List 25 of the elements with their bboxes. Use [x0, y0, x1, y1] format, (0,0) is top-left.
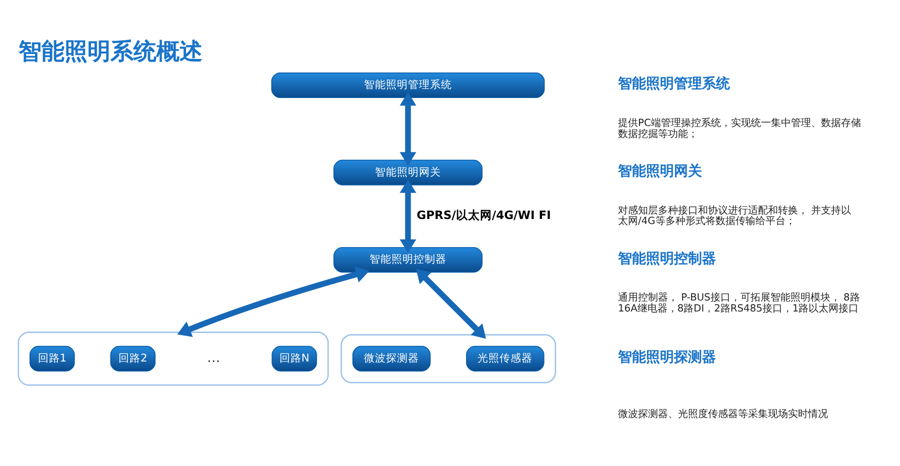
arrow [416, 268, 486, 338]
node-box: 光照传感器 [466, 345, 544, 371]
label: 智能照明网关 [618, 163, 702, 180]
node-box: 回路1 [30, 345, 75, 371]
label: 智能照明控制器 [618, 250, 716, 266]
diagram-title: 智能照明系统概述 [18, 38, 202, 65]
node-box: 智能照明管理系统 [271, 72, 545, 98]
arrow [177, 266, 370, 336]
node-box: 智能照明控制器 [333, 246, 483, 272]
label: 智能照明管理系统 [618, 76, 730, 92]
arrow [400, 178, 416, 252]
node-box: 回路2 [110, 345, 156, 371]
arrow [400, 92, 416, 166]
cluster [340, 334, 556, 383]
label: 智能照明探测器 [618, 349, 716, 366]
label: 提供PC端管理操控系统，实现统一集中管理、数据存储数据挖掘等功能； [618, 118, 861, 140]
label: 通用控制器， P-BUS接口，可拓展智能照明模块， 8路16A继电器，8路DI，2路RS485接口，1路以太网接口 [618, 292, 860, 314]
edge-label: GPRS/以太网/4G/WI FI [416, 207, 551, 222]
node-box: 回路N [272, 345, 317, 371]
node-box: 微波探测器 [352, 345, 431, 371]
label: 对感知层多种接口和协议进行适配和转换， 并支持以太网/4G等多种形式将数据传输给平台； [618, 204, 852, 227]
node-box: 智能照明网关 [333, 159, 483, 185]
label: … [207, 350, 220, 366]
cluster [18, 331, 329, 386]
label: 微波探测器、光照度传感器等采集现场实时情况 [618, 408, 828, 420]
